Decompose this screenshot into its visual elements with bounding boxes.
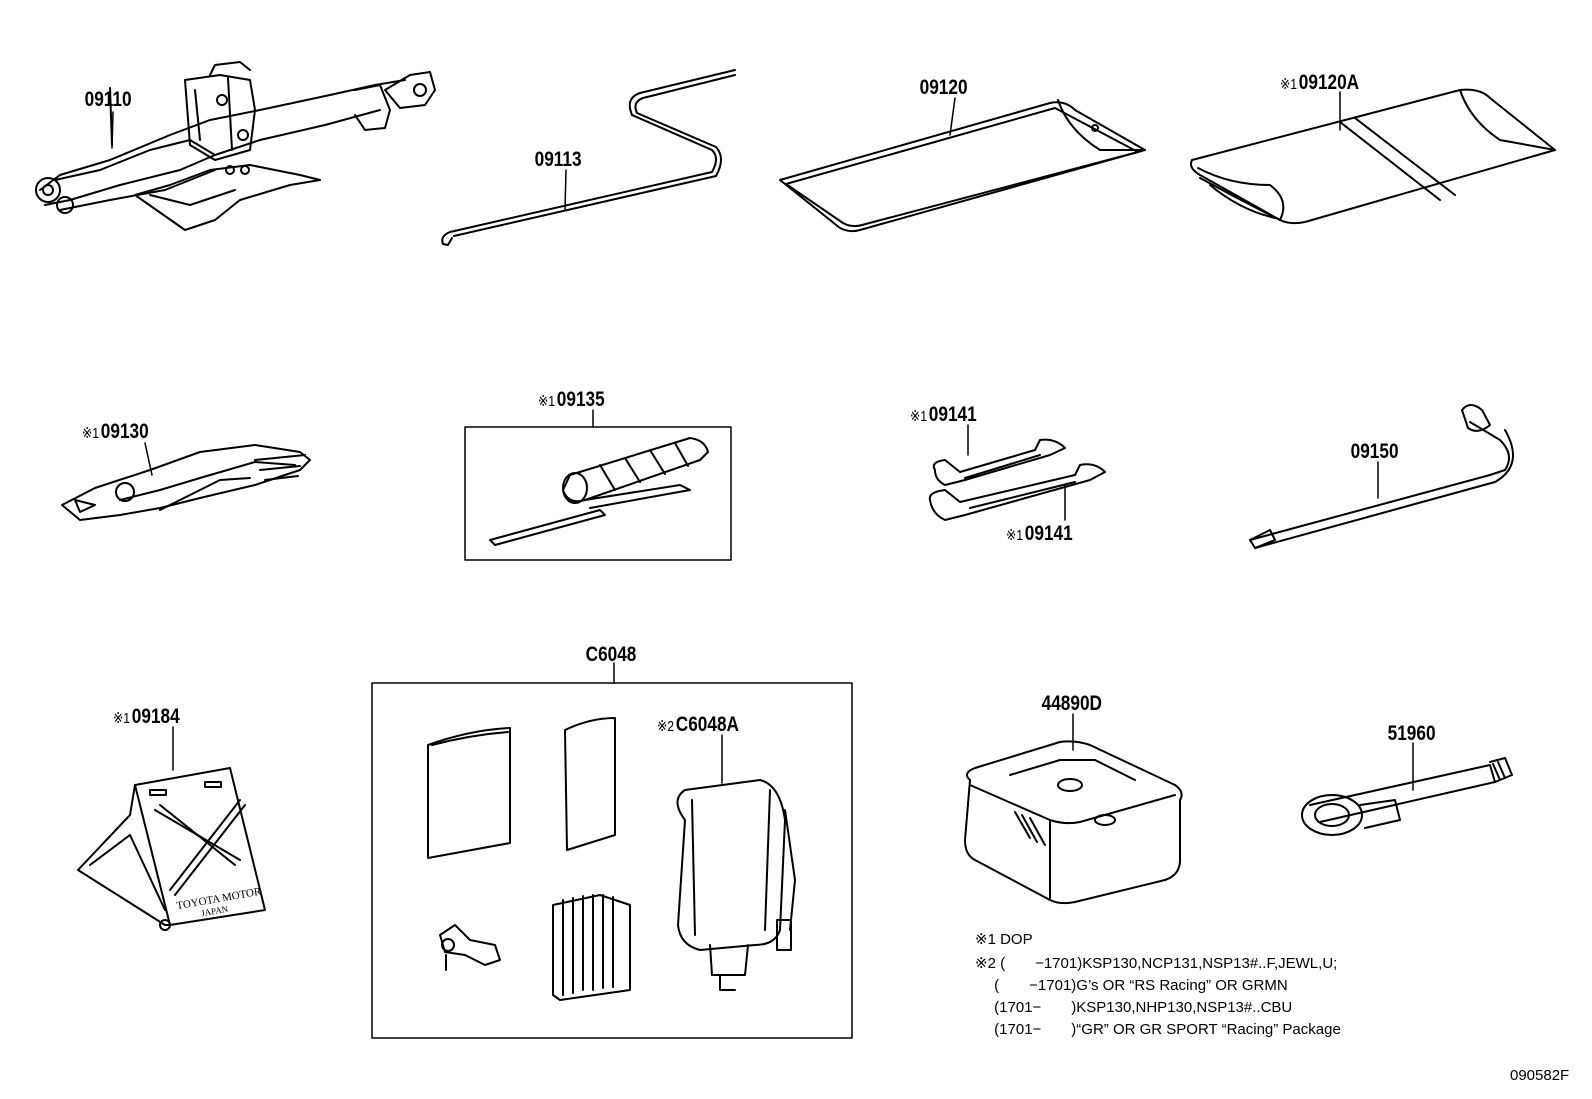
- part-label-09141-upper[interactable]: ※109141: [910, 403, 977, 427]
- lug-wrench-drawing: [1249, 404, 1514, 549]
- part-label-09130[interactable]: ※109130: [82, 420, 149, 444]
- part-number: 09130: [100, 420, 149, 443]
- footnote-dop: ※1 DOP: [975, 931, 1033, 948]
- warning-triangle-card-drawing: [77, 767, 266, 931]
- part-number: 09141: [928, 403, 977, 426]
- part-label-51960[interactable]: 51960: [1386, 722, 1436, 746]
- part-number: 09141: [1024, 522, 1073, 545]
- tool-bag-drawing: [779, 99, 1146, 233]
- diagram-code: 090582F: [1510, 1067, 1570, 1084]
- part-label-09184[interactable]: ※109184: [113, 705, 180, 729]
- part-number: 09120A: [1298, 71, 1360, 94]
- part-label-09135[interactable]: ※109135: [538, 388, 605, 412]
- footnote-applicability-4: (1701− )“GR” OR GR SPORT “Racing” Packag…: [975, 1021, 1341, 1038]
- part-label-C6048A[interactable]: ※2C6048A: [657, 713, 739, 737]
- jack-storage-box-drawing: [964, 740, 1183, 905]
- part-label-09110[interactable]: 09110: [83, 88, 132, 112]
- part-number: C6048A: [675, 713, 739, 736]
- part-number: 09120: [919, 76, 968, 99]
- part-number: 44890D: [1041, 692, 1102, 715]
- part-number: 51960: [1387, 722, 1436, 745]
- part-marker: ※1: [538, 393, 556, 410]
- rolled-tool-bag-drawing: [1190, 88, 1556, 225]
- footnote-applicability-1: ※2 ( −1701)KSP130,NCP131,NSP13#..F,JEWL,…: [975, 955, 1338, 972]
- footnote-applicability-2: ( −1701)G’s OR “RS Racing” OR GRMN: [975, 977, 1288, 994]
- part-marker: ※1: [1280, 76, 1298, 93]
- screwdriver-drawing: [464, 426, 732, 561]
- part-label-44890D[interactable]: 44890D: [1040, 692, 1102, 716]
- part-number: 09110: [84, 88, 132, 111]
- part-label-09120A[interactable]: ※109120A: [1280, 71, 1359, 95]
- part-marker: ※1: [113, 710, 131, 727]
- part-label-09120[interactable]: 09120: [918, 76, 968, 100]
- part-number: 09150: [1350, 440, 1399, 463]
- scissor-jack-drawing: [35, 61, 436, 231]
- part-label-C6048[interactable]: C6048: [584, 643, 637, 667]
- part-marker: ※2: [657, 718, 675, 735]
- part-marker: ※1: [910, 408, 928, 425]
- part-number: 09184: [131, 705, 180, 728]
- footnote-applicability-3: (1701− )KSP130,NHP130,NSP13#..CBU: [975, 999, 1293, 1016]
- part-label-09113[interactable]: 09113: [533, 148, 582, 172]
- jack-handle-drawing: [441, 69, 736, 246]
- part-number: 09113: [534, 148, 582, 171]
- part-label-09150[interactable]: 09150: [1349, 440, 1399, 464]
- part-label-09141-lower[interactable]: ※109141: [1006, 522, 1073, 546]
- pliers-drawing: [61, 444, 311, 521]
- repair-kit-drawing: [371, 682, 853, 1039]
- part-number: C6048: [585, 643, 637, 666]
- leader-lines: [111, 91, 1414, 791]
- wrenches-drawing: [928, 438, 1106, 521]
- part-number: 09135: [556, 388, 605, 411]
- part-marker: ※1: [1006, 527, 1024, 544]
- towing-eye-drawing: [1301, 757, 1513, 836]
- part-marker: ※1: [82, 425, 100, 442]
